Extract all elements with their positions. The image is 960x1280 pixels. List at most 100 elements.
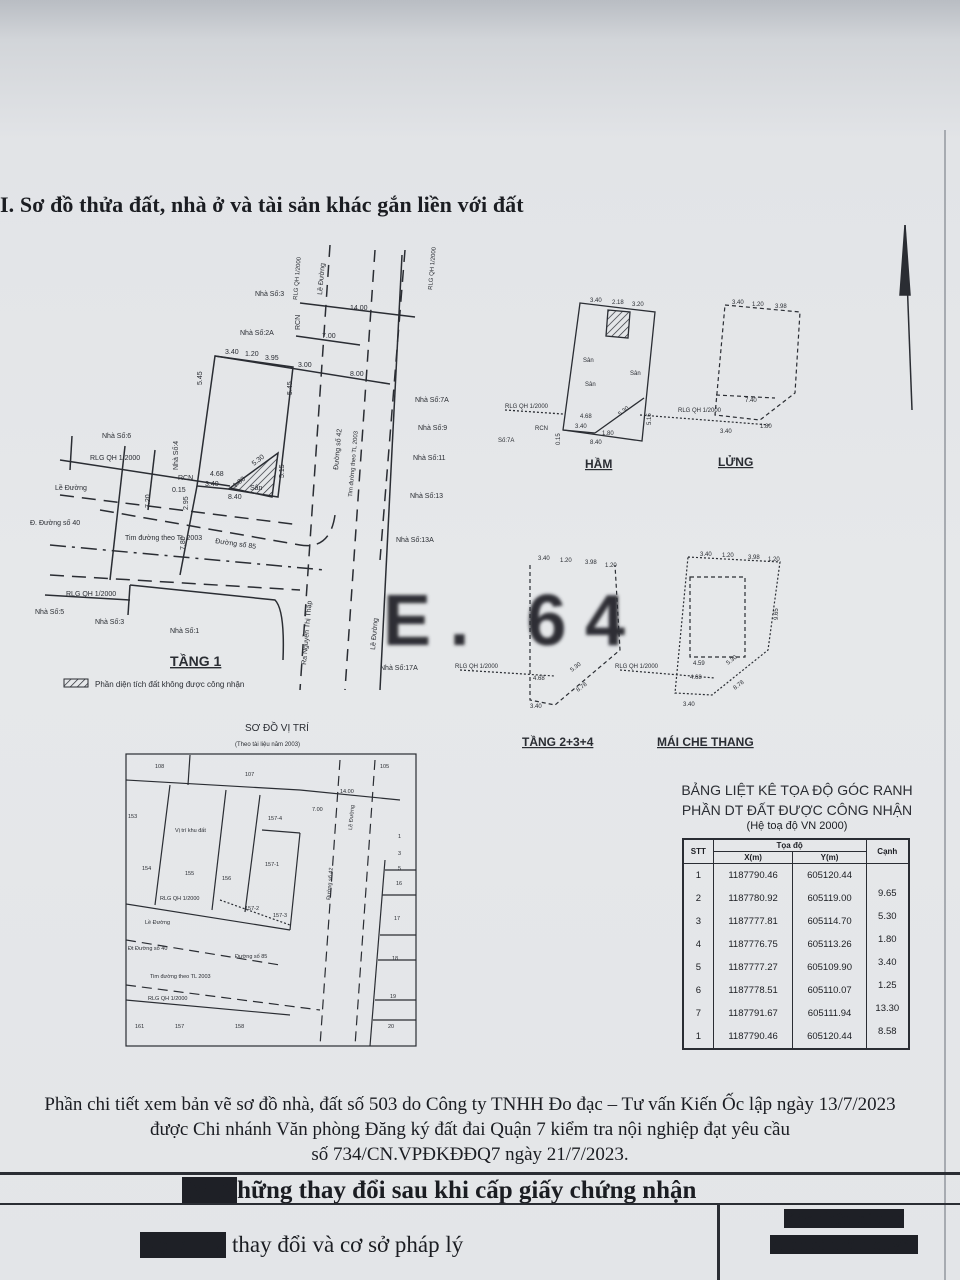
drawing-label: 7.20 bbox=[145, 494, 152, 508]
cell-y: 605113.26 bbox=[792, 933, 867, 956]
drawing-label: Lề Đường bbox=[315, 263, 327, 296]
cell-edge: 9.65 bbox=[865, 876, 910, 899]
drawing-label: RLG QH 1/2000 bbox=[66, 591, 116, 598]
drawing-label: 5.15 bbox=[647, 413, 653, 425]
location-map-title: SƠ ĐỒ VỊ TRÍ bbox=[245, 721, 309, 734]
cell-x: 1187776.75 bbox=[712, 933, 794, 956]
north-arrow-icon bbox=[899, 224, 913, 411]
drawing-label: 7.40 bbox=[745, 398, 757, 404]
hatch-legend-swatch bbox=[63, 678, 89, 688]
drawing-label: 1 bbox=[398, 834, 401, 840]
drawing-label: 153 bbox=[128, 814, 137, 820]
drawing-label: 105 bbox=[380, 764, 389, 770]
drawing-label: 18 bbox=[392, 956, 398, 962]
drawing-label: Nhà Số:5 bbox=[35, 607, 64, 616]
drawing-label: 1.20 bbox=[752, 302, 764, 308]
cell-y: 605120.44 bbox=[792, 863, 867, 887]
drawing-label: 16 bbox=[396, 881, 402, 887]
cell-x: 1187778.51 bbox=[712, 979, 794, 1002]
drawing-label: 8.40 bbox=[228, 494, 242, 501]
drawing-label: Nhà Số:7A bbox=[415, 395, 449, 404]
drawing-label: RLG QH 1/2000 bbox=[678, 408, 722, 414]
cell-stt: 5 bbox=[682, 956, 714, 979]
drawing-label: 8.00 bbox=[350, 371, 364, 378]
location-map-subtitle: (Theo tài liệu năm 2003) bbox=[235, 742, 300, 748]
cell-stt: 1 bbox=[682, 863, 714, 887]
drawing-label: RLG QH 1/2000 bbox=[148, 996, 187, 1002]
cell-edge: 13.30 bbox=[865, 991, 910, 1014]
drawing-label: 157-4 bbox=[268, 816, 282, 822]
drawing-label: 158 bbox=[235, 1024, 244, 1030]
drawing-label: 8.78 bbox=[576, 681, 589, 693]
floors234-title: TẦNG 2+3+4 bbox=[522, 734, 594, 749]
drawing-label: 20 bbox=[388, 1024, 394, 1030]
floors234-plan bbox=[459, 564, 621, 706]
note-line-1: Phần chi tiết xem bản vẽ sơ đồ nhà, đất … bbox=[44, 1094, 896, 1115]
drawing-label: Đường số 85 bbox=[235, 954, 267, 960]
cell-y: 605120.44 bbox=[792, 1025, 867, 1049]
drawing-label: 1.20 bbox=[245, 351, 259, 358]
cell-edge bbox=[865, 852, 910, 876]
cell-y: 605119.00 bbox=[792, 887, 867, 910]
drawing-label: Nhà Số:9 bbox=[418, 423, 447, 432]
drawing-label: 19 bbox=[390, 994, 396, 1000]
drawing-label: 3.20 bbox=[632, 302, 644, 308]
drawing-label: Nhà Số:3 bbox=[255, 289, 284, 298]
drawing-label: 156 bbox=[222, 876, 231, 882]
drawing-label: Lề Đường bbox=[368, 618, 380, 651]
drawing-label: 5.30 bbox=[570, 661, 583, 673]
drawing-label: 157-3 bbox=[273, 913, 287, 919]
drawing-label: Đường số 42 bbox=[326, 867, 335, 900]
drawing-label: 1.80 bbox=[602, 431, 614, 437]
drawing-label: 4.68 bbox=[580, 414, 592, 420]
drawing-label: RCN bbox=[535, 426, 548, 432]
drawing-label: Đường số 85 bbox=[215, 536, 257, 551]
drawing-label: Nhà Số:17A bbox=[380, 663, 418, 672]
header-y: Y(m) bbox=[792, 851, 867, 864]
drawing-label: 157 bbox=[175, 1024, 184, 1030]
cell-x: 1187790.46 bbox=[712, 863, 794, 887]
drawing-label: RLG QH 1/2000 bbox=[293, 256, 303, 300]
drawing-label: RLG QH 1/2000 bbox=[505, 404, 549, 410]
drawing-label: 8.78 bbox=[733, 679, 746, 691]
drawing-label: 3.40 bbox=[530, 704, 542, 710]
drawing-label: 5.45 bbox=[197, 371, 204, 385]
drawing-label: 5.30 bbox=[618, 405, 631, 417]
drawing-label: Đt Đường số 40 bbox=[128, 946, 167, 952]
cell-x: 1187777.27 bbox=[712, 956, 794, 979]
drawing-label: 3.40 bbox=[700, 552, 712, 558]
drawing-label: RCN bbox=[295, 315, 302, 330]
drawing-label: 108 bbox=[155, 764, 164, 770]
drawing-label: 155 bbox=[185, 871, 194, 877]
page-edge bbox=[944, 130, 946, 1280]
cell-edge: 1.25 bbox=[865, 968, 910, 991]
drawing-label: 0.15 bbox=[556, 433, 562, 445]
drawing-label: 3.40 bbox=[720, 429, 732, 435]
drawing-label: 4.68 bbox=[210, 471, 224, 478]
drawing-label: 161 bbox=[135, 1024, 144, 1030]
drawing-label: 4.68 bbox=[533, 676, 545, 682]
drawing-label: 4.68 bbox=[690, 675, 702, 681]
cell-stt: 3 bbox=[682, 910, 714, 933]
drawing-label: Nhà Số:2A bbox=[240, 328, 274, 337]
drawing-label: 5.15 bbox=[279, 464, 286, 478]
drawing-label: 4.59 bbox=[693, 661, 705, 667]
drawing-label: Đ. Đường số 40 bbox=[30, 518, 80, 527]
stair-roof-plan bbox=[619, 556, 781, 696]
redaction-mark: E. 64 bbox=[383, 581, 625, 661]
drawing-label: 3 bbox=[398, 851, 401, 857]
drawing-label: 1.20 bbox=[768, 557, 780, 563]
cell-x: 1187777.81 bbox=[712, 910, 794, 933]
cell-y: 605114.70 bbox=[792, 910, 867, 933]
header-coord: Tọa độ bbox=[712, 838, 867, 852]
column-divider bbox=[717, 1205, 720, 1280]
cell-y: 605111.94 bbox=[792, 1002, 867, 1025]
drawing-label: RCN bbox=[178, 475, 193, 482]
drawing-label: 17 bbox=[394, 916, 400, 922]
